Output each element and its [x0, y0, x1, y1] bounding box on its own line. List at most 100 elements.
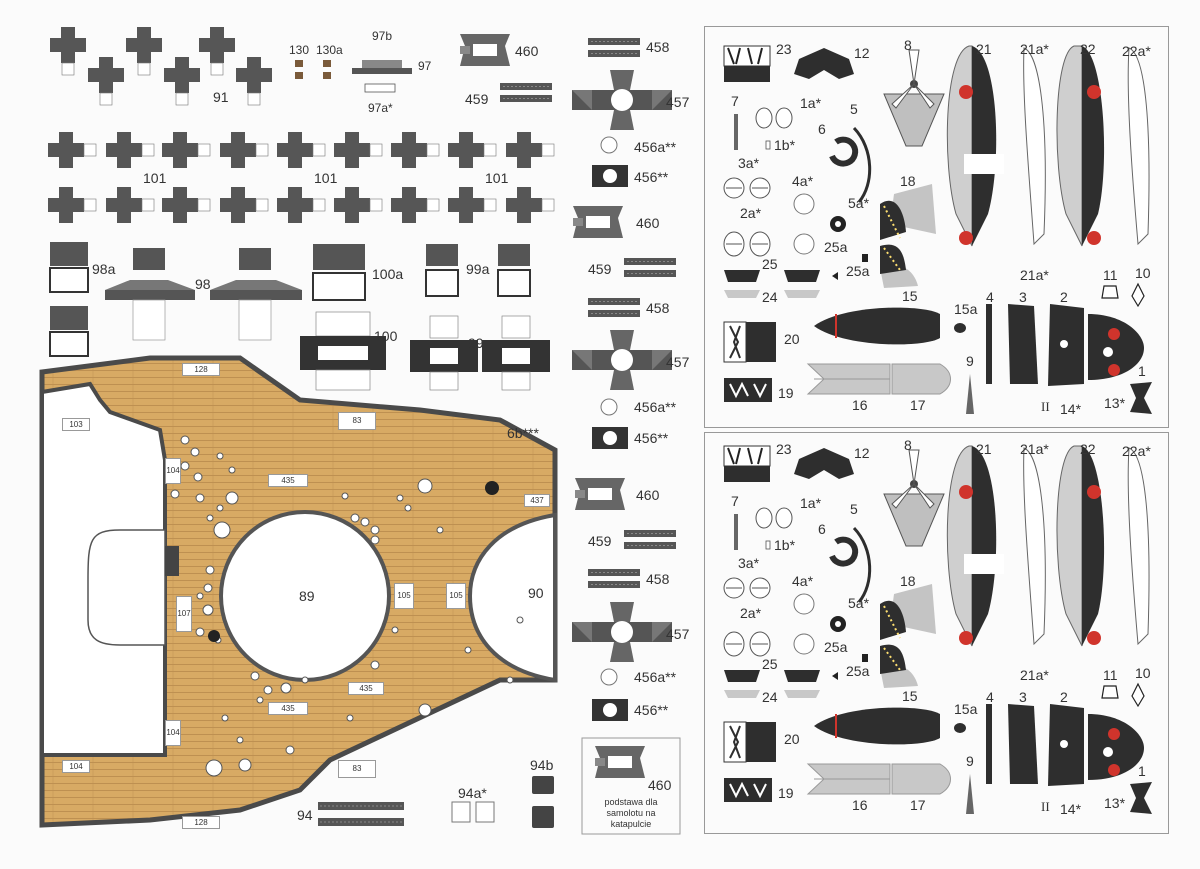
catapult-note: podstawa dla samolotu na katapulcie	[604, 797, 658, 829]
deck-tag-128-bot: 128	[182, 816, 220, 829]
label-9: 9	[966, 753, 974, 769]
label-97: 97	[418, 59, 432, 73]
label-22a: 22a*	[1122, 43, 1151, 59]
label-15a: 15a	[954, 301, 978, 317]
label-101-b: 101	[314, 170, 338, 186]
label-456-c: 456**	[634, 702, 669, 718]
label-2: 2	[1060, 289, 1068, 305]
label-14-mark: II	[1041, 399, 1050, 414]
label-10: 10	[1135, 665, 1151, 681]
label-457-c: 457	[666, 626, 690, 642]
label-21a-b: 21a*	[1020, 667, 1049, 683]
label-1: 1	[1138, 363, 1146, 379]
label-13: 13*	[1104, 795, 1126, 811]
deck-tag-105-b: 105	[446, 583, 466, 609]
label-457-b: 457	[666, 354, 690, 370]
label-21a-b: 21a*	[1020, 267, 1049, 283]
label-456a-b: 456a**	[634, 399, 677, 415]
label-100a: 100a	[372, 266, 404, 282]
label-94: 94	[297, 807, 313, 823]
deck-tag-435-c: 435	[268, 702, 308, 715]
part-459-top	[499, 82, 553, 103]
deck-tag-103: 103	[62, 418, 90, 431]
label-9: 9	[966, 353, 974, 369]
label-130: 130	[289, 43, 310, 57]
middle-column-parts	[572, 37, 681, 835]
label-4a: 4a*	[792, 173, 814, 189]
parts-101	[47, 131, 555, 224]
label-11: 11	[1103, 267, 1118, 283]
label-6: 6	[818, 121, 826, 137]
label-16: 16	[852, 397, 868, 413]
deck-tag-104-c: 104	[62, 760, 90, 773]
label-458-a: 458	[646, 39, 670, 55]
label-6b: 6b***	[507, 425, 539, 441]
label-10: 10	[1135, 265, 1151, 281]
label-23: 23	[776, 441, 792, 457]
label-5a: 5a*	[848, 595, 870, 611]
label-16: 16	[852, 797, 868, 813]
label-22: 22	[1080, 41, 1096, 57]
label-23: 23	[776, 41, 792, 57]
label-2a: 2a*	[740, 605, 762, 621]
label-97a: 97a*	[368, 101, 393, 115]
label-21: 21	[976, 441, 992, 457]
label-458-c: 458	[646, 571, 670, 587]
deck-tag-104-a: 104	[165, 458, 181, 484]
label-456a-a: 456a**	[634, 139, 677, 155]
label-101-c: 101	[485, 170, 509, 186]
label-18: 18	[900, 173, 916, 189]
label-1b: 1b*	[774, 537, 796, 553]
label-14: 14*	[1060, 801, 1082, 817]
label-460-d: 460	[648, 777, 672, 793]
label-459-top: 459	[465, 91, 489, 107]
label-98a: 98a	[92, 261, 116, 277]
label-24: 24	[762, 689, 778, 705]
label-25: 25	[762, 656, 778, 672]
label-460-b: 460	[636, 215, 660, 231]
label-12: 12	[854, 45, 870, 61]
label-2: 2	[1060, 689, 1068, 705]
label-11: 11	[1103, 667, 1118, 683]
label-12: 12	[854, 445, 870, 461]
deck-tag-83-bot: 83	[338, 760, 376, 778]
label-25a-2: 25a	[846, 263, 870, 279]
label-22a: 22a*	[1122, 443, 1151, 459]
label-91: 91	[213, 89, 229, 105]
label-19: 19	[778, 785, 794, 801]
deck-tag-437: 437	[524, 494, 550, 507]
label-456-b: 456**	[634, 430, 669, 446]
label-25a-1: 25a	[824, 639, 848, 655]
label-15a: 15a	[954, 701, 978, 717]
label-457-a: 457	[666, 94, 690, 110]
deck-tag-104-b: 104	[165, 720, 181, 746]
aircraft-panel-labels-1: 23 12 8 21 21a* 22 22a* 7 1a* 5 6 1b* 3a…	[704, 34, 1164, 424]
parts-98-100-99	[49, 242, 531, 357]
label-100: 100	[374, 328, 398, 344]
deck-tag-105-a: 105	[394, 583, 414, 609]
label-25a-1: 25a	[824, 239, 848, 255]
label-1: 1	[1138, 763, 1146, 779]
label-5: 5	[850, 101, 858, 117]
label-3: 3	[1019, 289, 1027, 305]
deck-tag-107: 107	[176, 596, 192, 632]
label-17: 17	[910, 797, 926, 813]
label-459-c: 459	[588, 533, 612, 549]
label-98: 98	[195, 276, 211, 292]
label-1b: 1b*	[774, 137, 796, 153]
label-14: 14*	[1060, 401, 1082, 417]
label-18: 18	[900, 573, 916, 589]
label-4: 4	[986, 689, 994, 705]
label-1a: 1a*	[800, 495, 822, 511]
label-459-b: 459	[588, 261, 612, 277]
label-22: 22	[1080, 441, 1096, 457]
label-1a: 1a*	[800, 95, 822, 111]
label-20: 20	[784, 731, 800, 747]
parts-100-99	[300, 311, 550, 391]
label-94b: 94b	[530, 757, 554, 773]
label-99: 99	[468, 335, 484, 351]
label-15: 15	[902, 288, 918, 304]
label-456-a: 456**	[634, 169, 669, 185]
label-15: 15	[902, 688, 918, 704]
